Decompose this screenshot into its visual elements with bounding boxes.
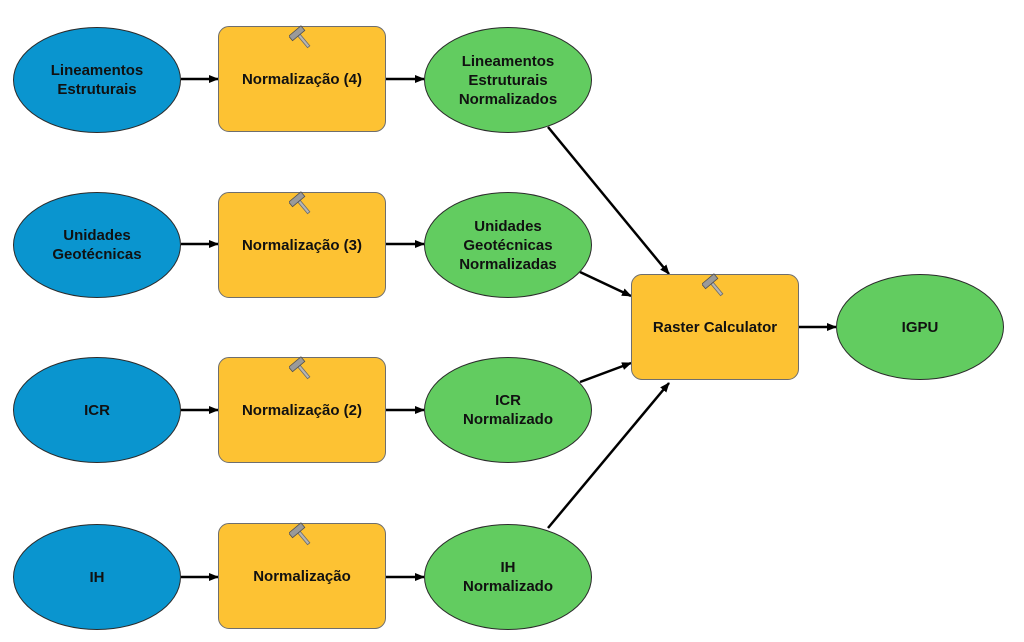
node-label: Unidades — [474, 217, 542, 235]
tool-normalizacao-3[interactable]: Normalização (3) — [218, 191, 386, 298]
node-label: ICR — [84, 401, 110, 419]
connector-output1-calculator — [547, 126, 670, 275]
tool-normalizacao-4[interactable]: Normalização (4) — [218, 25, 386, 132]
input-ih[interactable]: IH — [13, 524, 181, 630]
node-label: IGPU — [901, 318, 939, 336]
node-label: Unidades — [63, 227, 131, 244]
hammer-icon — [289, 25, 311, 49]
node-label: Normalizado — [462, 578, 553, 595]
tool-raster-calculator[interactable]: Raster Calculator — [631, 273, 799, 380]
node-label: ICR — [495, 392, 521, 409]
tool-label: Normalização (2) — [241, 401, 363, 419]
node-label: Lineamentos — [461, 52, 555, 70]
node-label: IH — [89, 568, 105, 586]
hammer-icon — [289, 191, 311, 215]
node-label: Estruturais — [57, 81, 137, 98]
hammer-icon — [702, 273, 724, 297]
tool-label: Normalização (4) — [241, 70, 363, 88]
connector-output3-calculator — [579, 361, 632, 384]
tool-normalizacao[interactable]: Normalização — [218, 522, 386, 629]
node-label: Lineamentos — [50, 62, 144, 79]
tool-label: Normalização — [253, 567, 351, 585]
node-label: Normalizadas — [459, 255, 557, 273]
tool-label: Normalização (3) — [241, 236, 363, 254]
node-label: Geotécnicas — [463, 236, 553, 254]
tool-label: Raster Calculator — [652, 318, 778, 336]
node-label: Geotécnicas — [52, 246, 142, 263]
node-label: Normalizados — [458, 90, 558, 108]
output-igpu[interactable]: IGPU — [836, 274, 1004, 380]
node-label: Estruturais — [468, 71, 548, 89]
hammer-icon — [289, 522, 311, 546]
output-icr-normalizado[interactable]: ICR Normalizado — [424, 357, 592, 463]
node-label: Normalizado — [462, 411, 553, 428]
hammer-icon — [289, 356, 311, 380]
node-label: IH — [500, 559, 516, 576]
connector-output4-calculator — [547, 382, 670, 529]
connector-output2-calculator — [579, 270, 632, 298]
output-ih-normalizado[interactable]: IH Normalizado — [424, 524, 592, 630]
tool-normalizacao-2[interactable]: Normalização (2) — [218, 356, 386, 463]
input-icr[interactable]: ICR — [13, 357, 181, 463]
